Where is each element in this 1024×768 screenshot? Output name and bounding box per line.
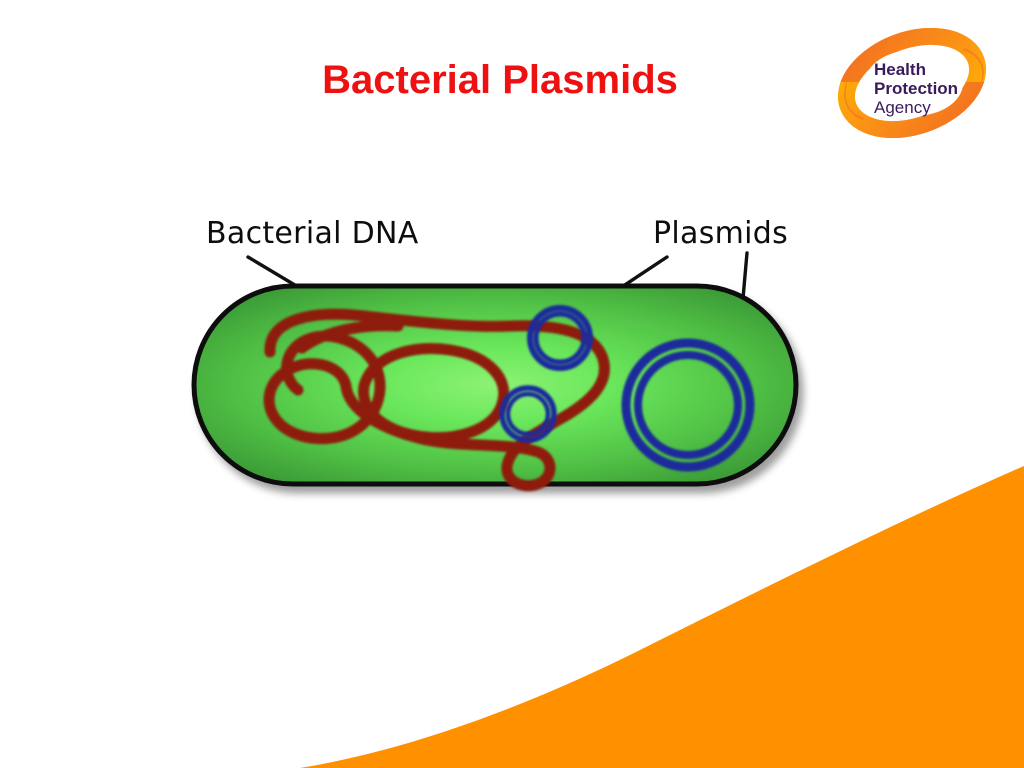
logo-swoosh-tail-right: [962, 48, 984, 88]
logo-swoosh-tail-left: [844, 80, 865, 120]
logo: Health Protection Agency: [834, 28, 994, 138]
logo-line-1: Health: [874, 60, 926, 79]
swoosh-shape: [300, 466, 1024, 768]
plasmid-group: [499, 305, 755, 472]
logo-text-backdrop: [865, 50, 963, 116]
page-title: Bacterial Plasmids: [322, 58, 678, 102]
label-plasmids: Plasmids: [653, 216, 788, 251]
logo-line-3: Agency: [874, 98, 931, 117]
bacterial-cell-diagram: Bacterial DNA Plasmids: [150, 190, 870, 510]
logo-swoosh-upper: [837, 28, 987, 84]
label-bacterial-dna: Bacterial DNA: [206, 216, 419, 251]
logo-line-2: Protection: [874, 79, 958, 98]
plasmid-large: [621, 338, 755, 472]
plasmid-small-bottom: [499, 385, 557, 443]
plasmid-small-top: [527, 305, 593, 371]
